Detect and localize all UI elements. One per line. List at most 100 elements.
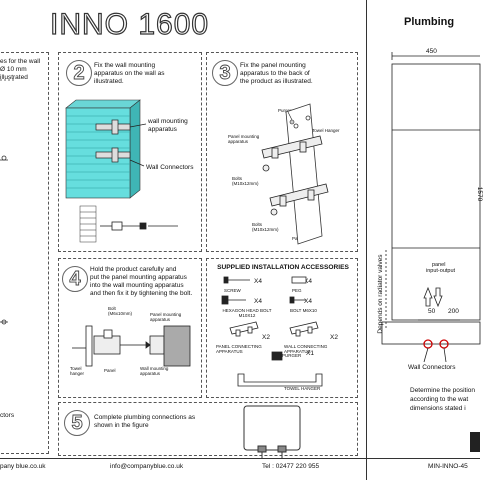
wall-mounting-label-step4: Wall mounting apparatus xyxy=(140,366,168,376)
step5-text-line: Complete plumbing connections as xyxy=(94,414,196,421)
plumbing-note: Determine the position according to the … xyxy=(410,386,490,413)
accessory-name: WALL CONNECTING APPARATUS xyxy=(284,344,328,354)
step2-panel xyxy=(58,52,202,252)
panel-label-step4: Panel xyxy=(104,368,116,373)
footer-rule xyxy=(0,458,480,459)
purger-label: Purger xyxy=(278,108,292,113)
plumbing-note-line: according to the wat xyxy=(410,396,469,403)
panel-mounting-label: Panel mounting apparatus xyxy=(228,134,259,144)
accessory-qty: X4 xyxy=(304,298,312,305)
bolt-label-line: (M6x10mm) xyxy=(108,311,133,316)
flow-arrows-icon xyxy=(423,286,443,308)
step4-text-line: Hold the product carefully and xyxy=(90,266,177,273)
step1-text-line: Ø 10 mm xyxy=(0,66,27,73)
step5-text-line: shown in the figure xyxy=(94,422,149,429)
step1-panel xyxy=(0,52,49,454)
step1-bottom-label: ctors xyxy=(0,412,15,419)
step4-panel xyxy=(58,258,202,398)
side-label: Depends on radiator valves xyxy=(377,254,384,334)
accessory-item: X2 PANEL CONNECTING APPARATUS xyxy=(216,322,286,354)
step1-text-line: es for the wall xyxy=(0,58,41,65)
step3-text-line: the product as illustrated. xyxy=(240,78,313,85)
step1-text-line: illustrated xyxy=(0,74,28,81)
step3-text: Fix the panel mounting apparatus to the … xyxy=(240,62,354,86)
accessories-panel xyxy=(206,258,358,398)
accessory-qty: X4 xyxy=(254,298,262,305)
step2-text: Fix the wall mounting apparatus on the w… xyxy=(94,62,198,86)
accessory-item: X4 SCREW xyxy=(216,276,286,296)
step3-panel xyxy=(206,52,358,252)
step4-text-line: into the wall mounting apparatus xyxy=(90,282,184,289)
step3-text-line: apparatus to the back of xyxy=(240,70,310,77)
towel-hanger-label: Towel Hanger xyxy=(312,128,340,133)
bolt-label: Bolt (M6x10mm) xyxy=(108,306,132,316)
accessory-name: HEXAGON HEAD BOLT M10X12 xyxy=(222,308,272,318)
panel-io-label-line: input-output xyxy=(426,268,456,274)
step2-text-line: Fix the wall mounting xyxy=(94,62,156,69)
accessory-item: X4 BOLT M6X10 xyxy=(286,296,356,320)
accessories-title: SUPPLIED INSTALLATION ACCESSORIES xyxy=(217,264,349,271)
dim-50: 50 xyxy=(428,308,436,315)
wall-mounting-label: wall mounting apparatus xyxy=(148,118,188,134)
accessory-qty: X4 xyxy=(254,278,262,285)
step5-panel xyxy=(58,402,358,456)
bolts-label-lower: Bolts (M10x12mm) xyxy=(252,222,279,232)
step5-number: 5 xyxy=(64,410,90,436)
step1-text: es for the wall Ø 10 mm illustrated xyxy=(0,58,50,82)
accessory-name: TOWEL HANGER xyxy=(284,386,321,391)
dim-200: 200 xyxy=(448,308,459,315)
panel-io-label: panel input-output xyxy=(426,262,455,274)
bolts-label-upper: Bolts (M10x12mm) xyxy=(232,176,259,186)
black-block-icon xyxy=(470,432,480,452)
plumbing-note-line: Determine the position xyxy=(410,387,476,394)
wall-connectors-label: Wall Connectors xyxy=(146,164,194,171)
accessory-qty: X2 xyxy=(262,334,270,341)
page-divider xyxy=(366,0,367,480)
accessory-item: TOWEL HANGER xyxy=(230,366,350,394)
step2-text-line: apparatus on the wall as xyxy=(94,70,165,77)
panel-label: Panel xyxy=(292,236,304,241)
wall-mounting-label-line: apparatus xyxy=(140,371,161,376)
panel-mounting-label-step4: Panel mounting apparatus xyxy=(150,312,181,322)
dim-height: 1570 xyxy=(476,186,484,202)
bolt-label-line: Bolt xyxy=(108,306,116,311)
page-title: INNO 1600 xyxy=(49,7,210,41)
towel-hanger-label-line: hanger xyxy=(70,371,85,376)
footer-email[interactable]: info@companyblue.co.uk xyxy=(110,463,184,470)
accessory-name: BOLT M6X10 xyxy=(290,308,317,313)
footer-tel: Tel : 02477 220 955 xyxy=(262,463,320,470)
step5-text: Complete plumbing connections as shown i… xyxy=(94,414,214,430)
wall-mounting-label-line: wall mounting xyxy=(148,118,188,125)
step3-text-line: Fix the panel mounting xyxy=(240,62,306,69)
bolts-label-line: Bolts xyxy=(232,176,243,181)
wall-mounting-label-line: apparatus xyxy=(148,126,177,133)
accessory-name: SCREW xyxy=(224,288,241,293)
accessory-qty: X2 xyxy=(330,334,338,341)
plumbing-note-line: dimensions stated i xyxy=(410,405,466,412)
step4-text-line: put the panel mounting apparatus xyxy=(90,274,187,281)
plumbing-title: Plumbing xyxy=(404,16,455,28)
bolts-label-line: (M10x12mm) xyxy=(252,227,279,232)
accessory-name: PANEL CONNECTING APPARATUS xyxy=(216,344,262,354)
accessory-name: PURGER xyxy=(282,353,302,358)
step4-text-line: and then fix it by tightening the bolt. xyxy=(90,290,193,297)
step4-number: 4 xyxy=(62,266,88,292)
wall-connectors-plumbing-label: Wall Connectors xyxy=(408,364,456,371)
step2-number: 2 xyxy=(66,60,92,86)
bolts-label-line: (M10x12mm) xyxy=(232,181,259,186)
step3-number: 3 xyxy=(212,60,238,86)
accessory-name: PEG xyxy=(292,288,302,293)
wall-mounting-label-line: Wall mounting xyxy=(140,366,169,371)
accessory-item: X4 HEXAGON HEAD BOLT M10X12 xyxy=(216,296,286,320)
step2-text-line: illustrated. xyxy=(94,78,124,85)
accessory-qty: X1 xyxy=(306,350,314,357)
footer-website[interactable]: pany blue.co.uk xyxy=(0,463,46,470)
panel-mounting-label-line: Panel mounting xyxy=(150,312,182,317)
panel-mounting-label-line: apparatus xyxy=(228,139,249,144)
step4-text: Hold the product carefully and put the p… xyxy=(90,266,200,298)
panel-mounting-label-line: Panel mounting xyxy=(228,134,260,139)
dim-width: 450 xyxy=(426,48,437,55)
accessory-item: PURGER X1 xyxy=(268,350,328,362)
towel-hanger-label-step4: Towel hanger xyxy=(70,366,84,376)
towel-hanger-label-line: Towel xyxy=(70,366,82,371)
